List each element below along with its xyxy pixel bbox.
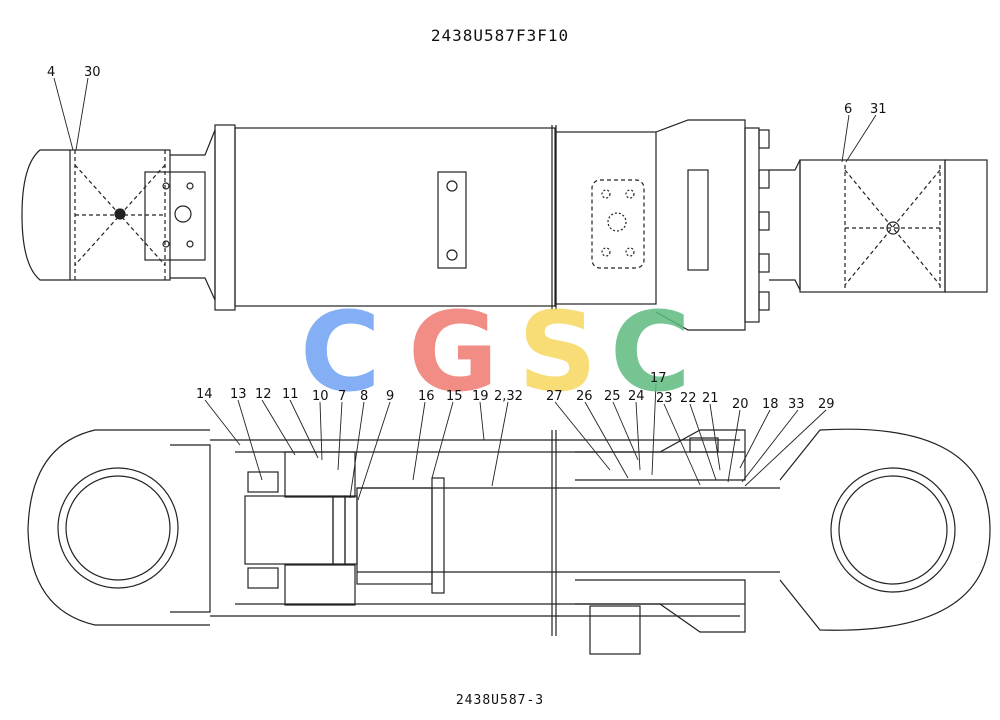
callout-label: 13	[230, 387, 247, 402]
callout-leaders	[53, 77, 877, 501]
callout-label: 27	[546, 389, 563, 404]
callout-label: 20	[732, 397, 749, 412]
callout-label: 12	[255, 387, 272, 402]
top-view-cylinder	[21, 119, 988, 331]
callout-label: 21	[702, 391, 719, 406]
callout-label: 25	[604, 389, 621, 404]
callout-label: 14	[196, 387, 213, 402]
callout-label: 2,32	[494, 389, 523, 404]
callout-label: 19	[472, 389, 489, 404]
drawing-title: 2438U587F3F10	[430, 26, 570, 45]
callout-label: 24	[628, 389, 645, 404]
watermark-letter-c1: C	[300, 288, 381, 416]
callout-label: 7	[338, 389, 346, 404]
callout-label: 11	[282, 387, 299, 402]
watermark-logo: C G S C	[300, 288, 691, 416]
callout-label: 4	[47, 65, 55, 80]
callout-label: 30	[84, 65, 101, 80]
callout-label: 22	[680, 391, 697, 406]
callout-label: 17	[650, 371, 667, 386]
callout-label: 31	[870, 102, 887, 117]
callout-label: 9	[386, 389, 394, 404]
callout-label: 23	[656, 391, 673, 406]
callout-label: 8	[360, 389, 368, 404]
callout-labels: 4 30 6 31 14 13 12 11 10 7 8 9 16 15 19 …	[47, 65, 887, 412]
watermark-letter-c2: C	[610, 288, 691, 416]
drawing-footer: 2438U587-3	[455, 693, 545, 708]
callout-label: 29	[818, 397, 835, 412]
watermark-letter-g: G	[408, 288, 498, 416]
callout-label: 6	[844, 102, 852, 117]
callout-label: 18	[762, 397, 779, 412]
section-view-cylinder	[27, 428, 991, 655]
callout-label: 33	[788, 397, 805, 412]
callout-label: 16	[418, 389, 435, 404]
callout-label: 15	[446, 389, 463, 404]
watermark-letter-s: S	[518, 288, 597, 416]
callout-label: 10	[312, 389, 329, 404]
callout-label: 26	[576, 389, 593, 404]
